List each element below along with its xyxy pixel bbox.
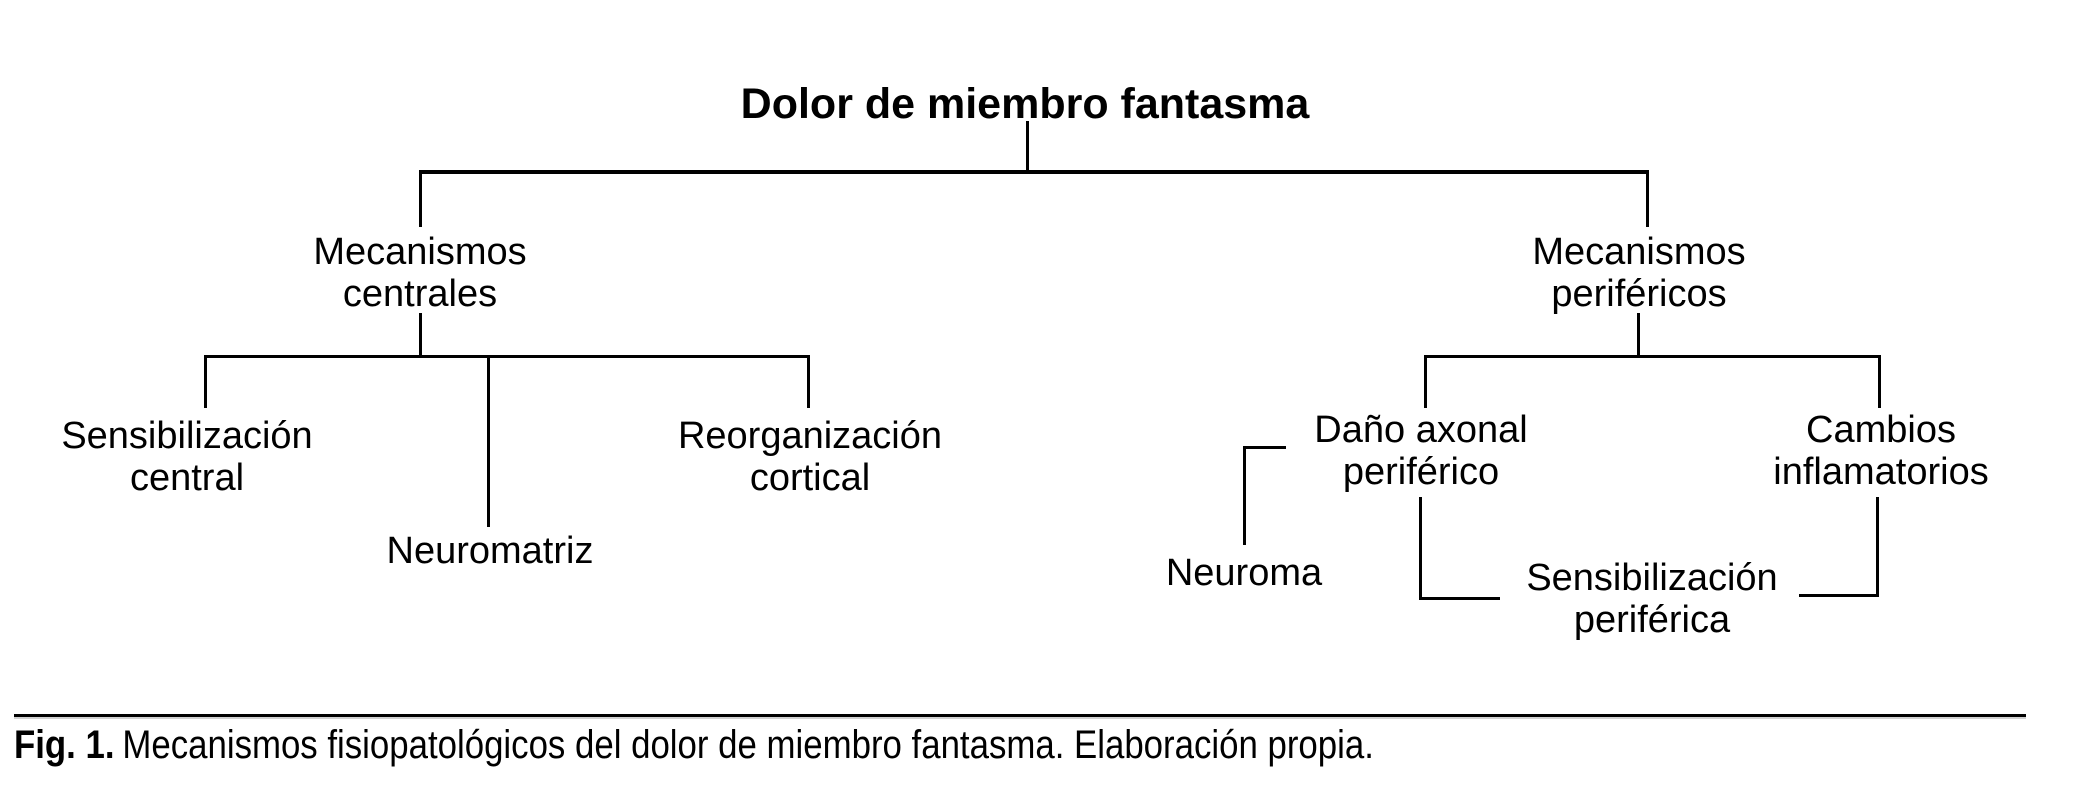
connector-cambios-horizontal [1799,594,1879,597]
connector-central-drop-middle [487,355,490,527]
node-sensibilizacion-periferica-line1: Sensibilización [1526,557,1778,599]
figure-caption-text: Mecanismos fisiopatológicos del dolor de… [122,723,1374,767]
node-mecanismos-centrales-line2: centrales [342,273,498,315]
node-sensibilizacion-central-line2: central [129,457,245,499]
connector-root-stub [1026,121,1029,170]
node-neuroma: Neuroma [1166,552,1322,594]
node-mecanismos-perifericos-line1: Mecanismos [1532,231,1746,273]
connector-top-left-drop [419,170,422,227]
node-cambios-inflamatorios-line1: Cambios [1806,409,1956,451]
connector-peripheral-drop-left [1424,355,1427,408]
connector-dano-vertical [1419,497,1422,600]
node-reorganizacion-cortical-line2: cortical [749,457,871,499]
node-neuromatriz: Neuromatriz [387,530,594,572]
figure-caption-label: Fig. 1. [14,723,115,767]
node-mecanismos-centrales: Mecanismos centrales [313,231,526,315]
node-sensibilizacion-periferica: Sensibilización periférica [1526,557,1777,641]
node-sensibilizacion-central-line1: Sensibilización [61,415,313,457]
node-dano-axonal: Daño axonal periférico [1314,409,1527,493]
node-mecanismos-perifericos: Mecanismos periféricos [1532,231,1745,315]
node-sensibilizacion-central: Sensibilización central [61,415,312,499]
node-neuromatriz-line1: Neuromatriz [386,530,594,572]
node-sensibilizacion-periferica-line2: periférica [1573,599,1731,641]
connector-top-right-drop [1646,170,1649,227]
connector-central-drop-left [204,355,207,408]
connector-dano-horizontal [1419,597,1500,600]
connector-neuroma-horizontal [1243,446,1286,449]
node-reorganizacion-cortical-line1: Reorganización [677,415,943,457]
connector-central-horizontal [204,355,810,358]
node-dano-axonal-line2: periférico [1342,451,1500,493]
connector-central-drop-right [807,355,810,408]
node-reorganizacion-cortical: Reorganización cortical [678,415,942,499]
node-neuroma-line1: Neuroma [1165,552,1323,594]
node-cambios-inflamatorios-line2: inflamatorios [1773,451,1989,493]
figure-caption: Fig. 1.Mecanismos fisiopatológicos del d… [14,722,1577,768]
node-root-label: Dolor de miembro fantasma [740,80,1310,128]
connector-cambios-vertical [1876,497,1879,597]
node-cambios-inflamatorios: Cambios inflamatorios [1773,409,1988,493]
node-dano-axonal-line1: Daño axonal [1314,409,1528,451]
connector-peripheral-horizontal [1424,355,1881,358]
caption-divider-rule [14,714,2026,717]
node-root-title: Dolor de miembro fantasma [741,80,1310,128]
connector-top-horizontal [419,170,1649,174]
connector-neuroma-vertical [1243,446,1246,545]
connector-peripheral-stub [1637,313,1640,355]
node-mecanismos-perifericos-line2: periféricos [1551,273,1727,315]
connector-central-stub [419,313,422,355]
connector-peripheral-drop-right [1878,355,1881,408]
node-mecanismos-centrales-line1: Mecanismos [313,231,527,273]
